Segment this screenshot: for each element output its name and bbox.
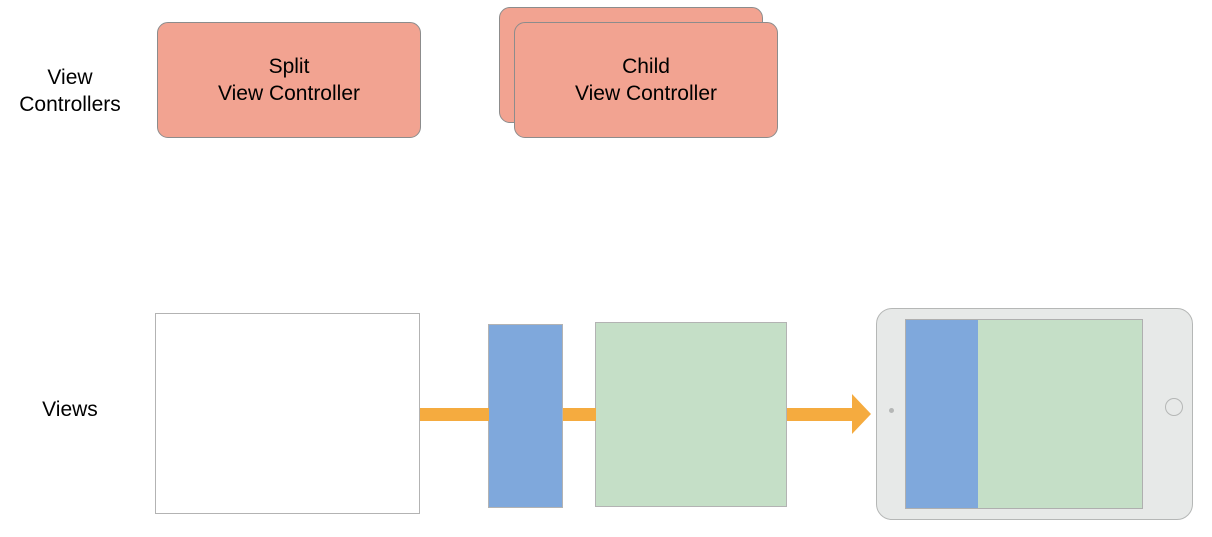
ipad-screen <box>905 319 1143 509</box>
window-view-rect[interactable] <box>155 313 420 514</box>
ipad-screen-secondary-pane[interactable] <box>977 320 1142 508</box>
secondary-view-rect[interactable] <box>595 322 787 507</box>
row-label-view-controllers: View Controllers <box>19 66 121 116</box>
connector-bar-window-to-primary <box>420 408 489 421</box>
connector-arrowhead-icon <box>852 394 871 434</box>
home-button-icon[interactable] <box>1165 398 1183 416</box>
child-view-controller-stack: Child View Controller <box>499 7 780 143</box>
ipad-device <box>876 308 1193 520</box>
ipad-screen-primary-pane[interactable] <box>906 320 978 508</box>
connector-bar-primary-to-secondary <box>563 408 596 421</box>
row-label-views: Views <box>42 398 98 421</box>
connector-arrow-shaft-secondary-to-device <box>787 408 854 421</box>
primary-view-rect[interactable] <box>488 324 563 508</box>
split-view-controller-card[interactable]: Split View Controller <box>157 22 421 138</box>
child-view-controller-card-front[interactable]: Child View Controller <box>514 22 778 138</box>
camera-dot-icon <box>889 408 894 413</box>
